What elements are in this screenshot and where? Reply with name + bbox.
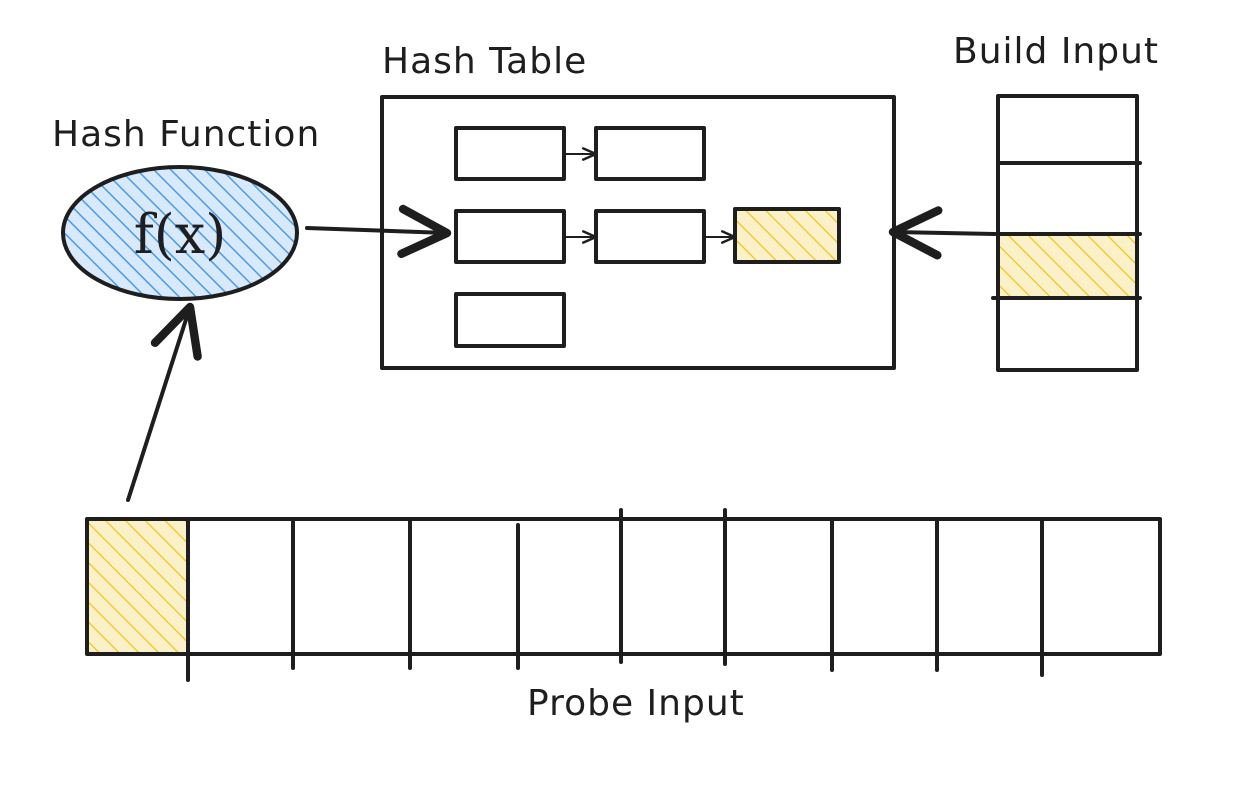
hash-table (380, 95, 896, 370)
bucket-chain (454, 207, 841, 264)
bucket (454, 209, 566, 264)
bucket (454, 292, 566, 348)
probe-input-label: Probe Input (527, 683, 745, 724)
bucket-chain (454, 126, 706, 181)
hash-to-table-arrow (305, 204, 452, 258)
bucket (594, 126, 706, 181)
probe-input-cell-highlighted (87, 519, 188, 654)
bucket (454, 126, 566, 181)
build-to-table-arrow (888, 206, 997, 260)
hash-table-label: Hash Table (382, 41, 587, 82)
probe-to-hash-arrow (126, 302, 202, 502)
build-input-label: Build Input (953, 31, 1159, 72)
hash-function-label: Hash Function (52, 114, 320, 155)
build-input-cell-highlighted (998, 234, 1137, 298)
bucket (594, 209, 706, 264)
bucket-chain (454, 292, 566, 348)
hash-function-node: f(x) (61, 165, 299, 301)
build-input (991, 94, 1142, 372)
function-expression: f(x) (134, 203, 227, 266)
probe-input (85, 508, 1162, 682)
bucket-highlighted (733, 207, 841, 264)
